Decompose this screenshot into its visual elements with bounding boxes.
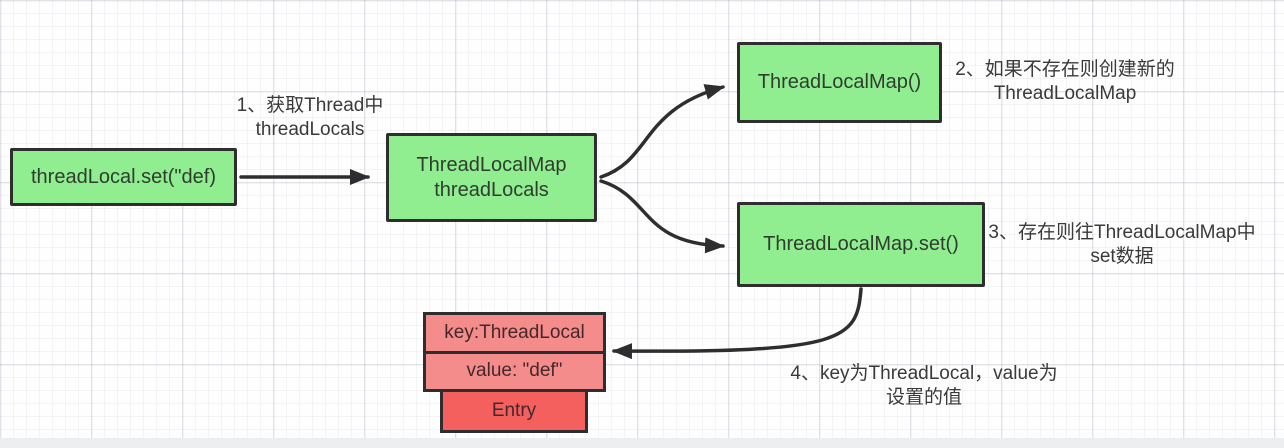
node-threadlocalmap-line1: ThreadLocalMap [416,153,567,176]
entry-key-label: key:ThreadLocal [444,321,585,343]
annotation-step-2-line2: ThreadLocalMap [993,83,1137,104]
annotation-step-3: 3、存在则往ThreadLocalMap中 set数据 [962,221,1282,269]
node-new-threadlocalmap-label: ThreadLocalMap() [757,71,922,93]
annotation-step-1-line2: threadLocals [255,119,365,140]
entry-key-value-box: key:ThreadLocal value: "def" [423,312,606,392]
entry-value-label: value: "def" [466,360,563,382]
annotation-step-1-line1: 1、获取Thread中 [236,95,384,116]
node-new-threadlocalmap: ThreadLocalMap() [737,42,942,123]
bottom-page-edge [0,438,1284,448]
entry-box-label: Entry [491,400,537,421]
annotation-step-2: 2、如果不存在则创建新的 ThreadLocalMap [935,58,1195,106]
annotation-step-1: 1、获取Thread中 threadLocals [200,94,420,142]
node-threadlocal-set-call-label: threadLocal.set("def) [31,165,216,188]
node-threadlocalmap-set-label: ThreadLocalMap.set() [763,233,959,255]
annotation-step-3-line2: set数据 [1090,246,1154,267]
entry-box: Entry [440,389,588,433]
entry-value-row: value: "def" [426,350,603,390]
annotation-step-2-line1: 2、如果不存在则创建新的 [955,59,1175,80]
annotation-step-4-line2: 设置的值 [885,387,962,408]
entry-key-row: key:ThreadLocal [426,315,603,351]
node-threadlocalmap-threadlocals: ThreadLocalMap threadLocals [386,133,597,222]
node-threadlocalmap-set: ThreadLocalMap.set() [737,202,985,287]
arrow-threadlocals-to-newmap [599,84,725,179]
arrow-mapset-to-entry [612,287,863,360]
node-threadlocalmap-line2: threadLocals [434,178,549,201]
node-threadlocal-set-call: threadLocal.set("def) [10,148,237,206]
arrow-threadlocals-to-mapset [599,179,725,254]
annotation-step-4-line1: 4、key为ThreadLocal，value为 [790,363,1058,384]
annotation-step-3-line1: 3、存在则往ThreadLocalMap中 [988,222,1256,243]
annotation-step-4: 4、key为ThreadLocal，value为 设置的值 [774,362,1074,410]
